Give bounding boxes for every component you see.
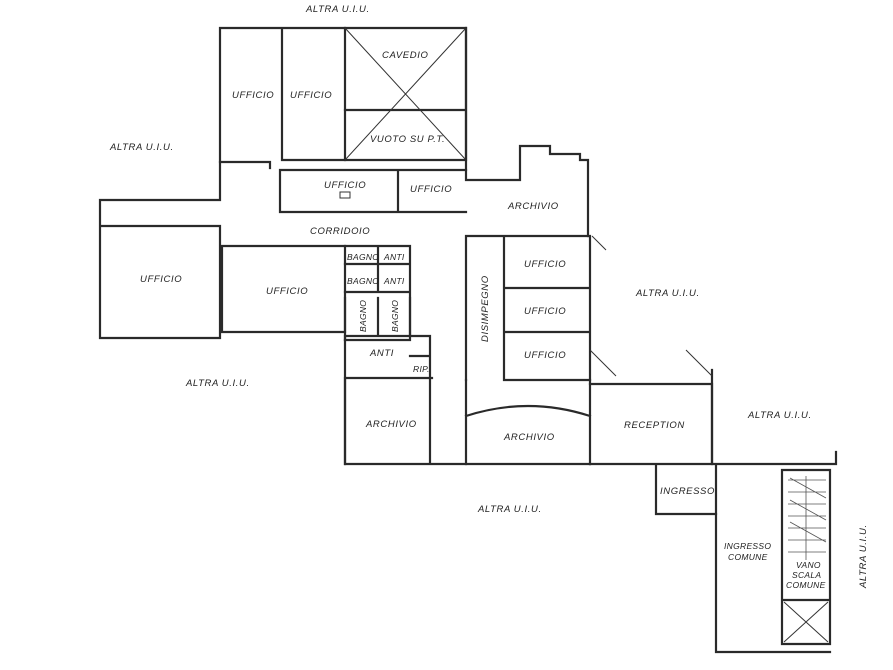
stair-hatching	[788, 476, 827, 560]
label-vuoto: VUOTO SU P.T.	[370, 134, 445, 145]
wall-right-wing	[710, 368, 838, 654]
label-rip: RIP.	[413, 364, 430, 374]
label-ufficio-5: UFFICIO	[140, 274, 182, 285]
wall-reception	[588, 382, 718, 516]
label-cavedio: CAVEDIO	[382, 50, 428, 61]
label-altra-left-bottom: ALTRA U.I.U.	[185, 378, 250, 389]
label-ufficio-3: UFFICIO	[324, 180, 366, 191]
wall-bottom	[343, 376, 592, 466]
label-anti-2: ANTI	[383, 276, 405, 286]
label-corridoio: CORRIDOIO	[310, 226, 370, 237]
walls	[98, 26, 838, 654]
label-ingresso: INGRESSO	[660, 486, 715, 497]
label-bagno-4: BAGNO	[390, 300, 400, 332]
door-swing-1	[589, 235, 713, 377]
label-ufficio-7: UFFICIO	[524, 259, 566, 270]
label-altra-far-right: ALTRA U.I.U.	[858, 524, 869, 589]
label-bagno-1: BAGNO	[347, 252, 379, 262]
label-reception: RECEPTION	[624, 420, 685, 431]
label-vano-2: SCALA	[792, 570, 821, 580]
room-labels: ALTRA U.I.U. ALTRA U.I.U. ALTRA U.I.U. A…	[109, 4, 869, 590]
label-ingresso-comune-1: INGRESSO	[724, 541, 771, 551]
label-altra-left: ALTRA U.I.U.	[109, 142, 174, 153]
label-ufficio-9: UFFICIO	[524, 350, 566, 361]
wall-disimpegno	[464, 234, 592, 382]
cavedio-cross	[344, 27, 467, 161]
label-bagno-2: BAGNO	[347, 276, 379, 286]
label-altra-top: ALTRA U.I.U.	[305, 4, 370, 15]
label-ufficio-4: UFFICIO	[410, 184, 452, 195]
label-altra-right: ALTRA U.I.U.	[747, 410, 812, 421]
label-ufficio-6: UFFICIO	[266, 286, 308, 297]
wall-archivio-center	[464, 378, 592, 466]
label-archivio-1: ARCHIVIO	[507, 201, 559, 212]
label-altra-bottom: ALTRA U.I.U.	[477, 504, 542, 515]
label-ufficio-1: UFFICIO	[232, 90, 274, 101]
label-archivio-3: ARCHIVIO	[503, 432, 555, 443]
label-anti-1: ANTI	[383, 252, 405, 262]
wall-corridor	[343, 244, 412, 342]
wall-bagni-lower	[343, 296, 432, 380]
label-archivio-2: ARCHIVIO	[365, 419, 417, 430]
label-vano-1: VANO	[796, 560, 821, 570]
label-anti-3: ANTI	[369, 348, 394, 359]
stair-cross	[783, 601, 829, 643]
ufficio-small-desk	[339, 191, 351, 199]
label-ingresso-comune-2: COMUNE	[728, 552, 768, 562]
label-disimpegno: DISIMPEGNO	[480, 275, 491, 342]
label-ufficio-2: UFFICIO	[290, 90, 332, 101]
wall-left-block	[98, 160, 347, 340]
label-ufficio-8: UFFICIO	[524, 306, 566, 317]
label-vano-3: COMUNE	[786, 580, 826, 590]
wall-top-right	[464, 26, 590, 238]
label-altra-right-mid: ALTRA U.I.U.	[635, 288, 700, 299]
wall-ufficio-row	[278, 168, 468, 214]
label-bagno-3: BAGNO	[358, 300, 368, 332]
